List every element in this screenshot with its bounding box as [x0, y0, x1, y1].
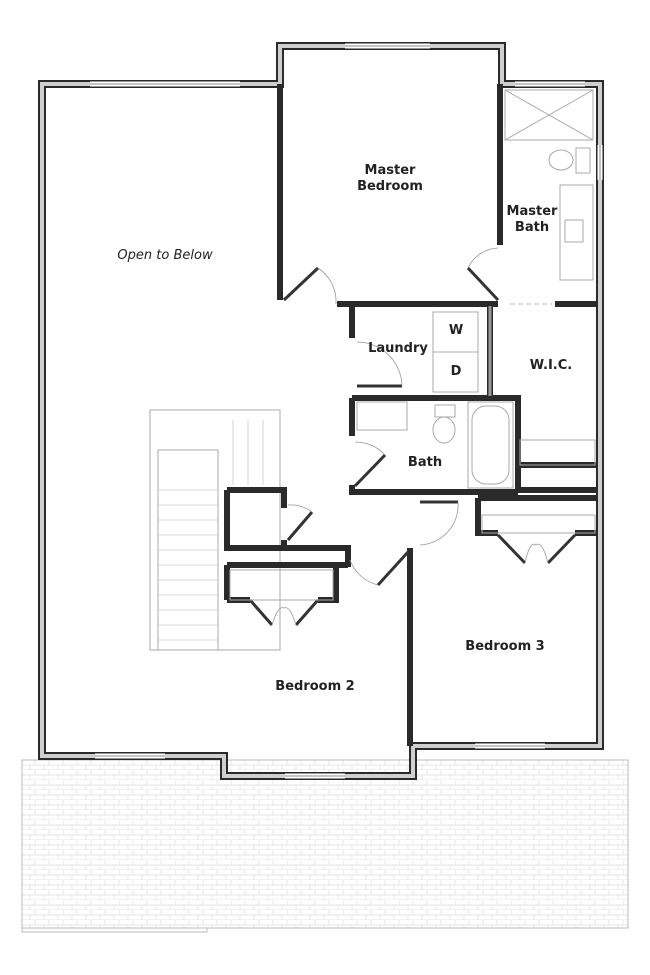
room-label-bedroom-3: Bedroom 3 — [465, 639, 545, 654]
bathtub — [467, 401, 514, 489]
deck — [21, 759, 629, 929]
closet-shelf — [229, 569, 334, 601]
room-label-bath: Bath — [407, 455, 443, 470]
room-label-wic: W.I.C. — [529, 358, 573, 373]
doors — [248, 247, 577, 626]
dryer-label: D — [450, 364, 462, 379]
fixtures — [229, 89, 596, 601]
closet-shelf — [519, 439, 596, 466]
bath-vanity — [356, 401, 408, 431]
room-label-bedroom-2: Bedroom 2 — [275, 679, 355, 694]
windows — [90, 43, 603, 779]
staircase — [149, 409, 281, 651]
room-label-open-to-below: Open to Below — [117, 248, 213, 263]
bath-toilet — [432, 416, 456, 444]
room-label-laundry: Laundry — [368, 341, 428, 356]
washer-label: W — [448, 323, 464, 338]
deck-step — [21, 927, 208, 933]
toilet — [548, 149, 574, 171]
dryer-box — [432, 351, 479, 393]
vanity — [559, 184, 594, 281]
room-label-master-bedroom: Master Bedroom — [357, 163, 423, 194]
room-label-master-bath: Master Bath — [506, 204, 558, 235]
closet-shelf — [481, 514, 596, 534]
shower — [504, 89, 594, 141]
